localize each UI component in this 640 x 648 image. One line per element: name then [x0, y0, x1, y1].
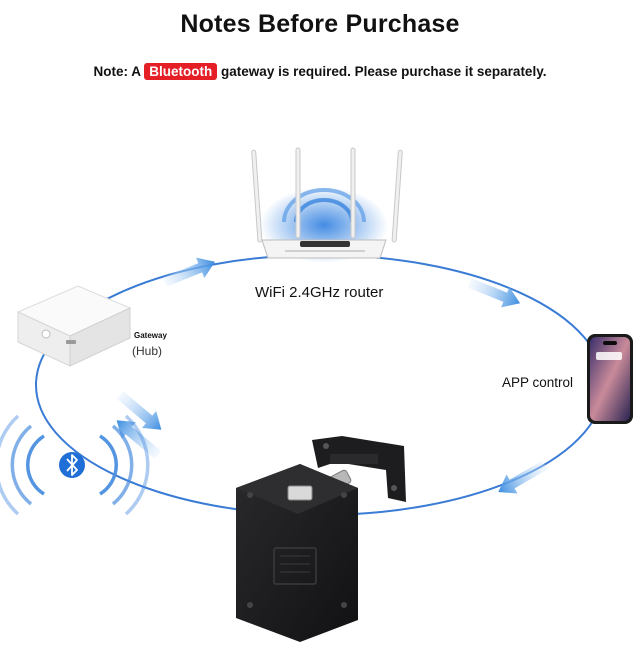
gateway-label: Gateway [134, 331, 167, 340]
smartphone-icon [587, 334, 633, 424]
router-label: WiFi 2.4GHz router [255, 284, 383, 301]
flow-arrow-phone-to-lock [493, 455, 551, 501]
router-icon [252, 148, 403, 263]
bluetooth-icon [59, 452, 85, 478]
gateway-hub-icon [18, 286, 130, 366]
app-control-label: APP control [502, 375, 573, 390]
cabinet-lock-icon [236, 436, 406, 642]
flow-arrow-router-to-phone [466, 273, 524, 314]
flow-arrow-gateway-to-router [161, 252, 219, 293]
hub-label: (Hub) [132, 344, 162, 358]
